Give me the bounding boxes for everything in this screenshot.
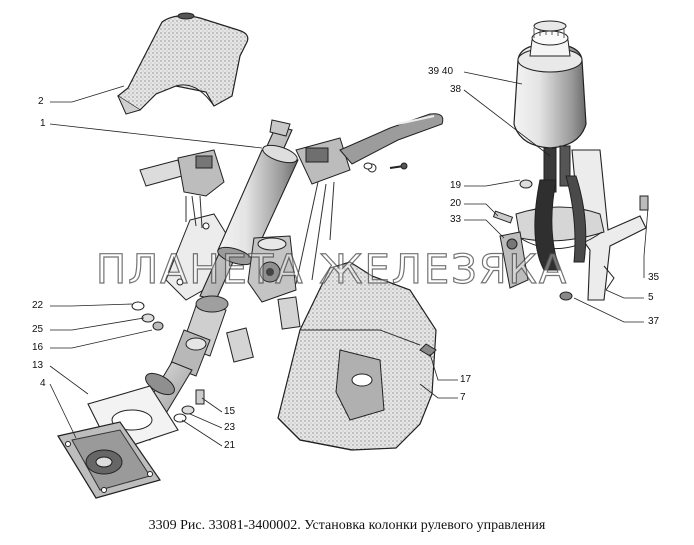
upper-shroud-part: [116, 12, 249, 115]
fasteners: [131, 162, 437, 423]
callout-35: 35: [648, 272, 660, 283]
callout-21: 21: [224, 440, 236, 451]
callout-23: 23: [224, 422, 236, 433]
callout-5: 5: [648, 292, 654, 303]
callout-20: 20: [450, 198, 462, 209]
right-switch-stalk: [226, 113, 444, 363]
callout-19: 19: [450, 180, 462, 191]
callout-7: 7: [460, 392, 466, 403]
callout-38: 38: [450, 84, 462, 95]
figure-caption: 3309 Рис. 33081-3400002. Установка колон…: [148, 518, 546, 533]
callout-2: 2: [38, 96, 44, 107]
callout-37: 37: [648, 316, 660, 327]
floor-plate: [57, 421, 161, 499]
lower-shroud-part: [277, 261, 437, 451]
leader-lines: [49, 71, 649, 447]
callout-33: 33: [450, 214, 462, 225]
callout-15: 15: [224, 406, 236, 417]
callout-25: 25: [32, 324, 44, 335]
reservoir-bracket: [492, 149, 649, 301]
callout-4: 4: [40, 378, 46, 389]
callout-16: 16: [32, 342, 44, 353]
callout-17: 17: [460, 374, 472, 385]
reservoir: [513, 20, 587, 193]
steering-column-tube: [199, 119, 299, 303]
callout-39-40: 39 40: [428, 66, 454, 77]
callout-1: 1: [40, 118, 46, 129]
left-switch: [139, 149, 225, 229]
callout-22: 22: [32, 300, 44, 311]
callout-13: 13: [32, 360, 44, 371]
